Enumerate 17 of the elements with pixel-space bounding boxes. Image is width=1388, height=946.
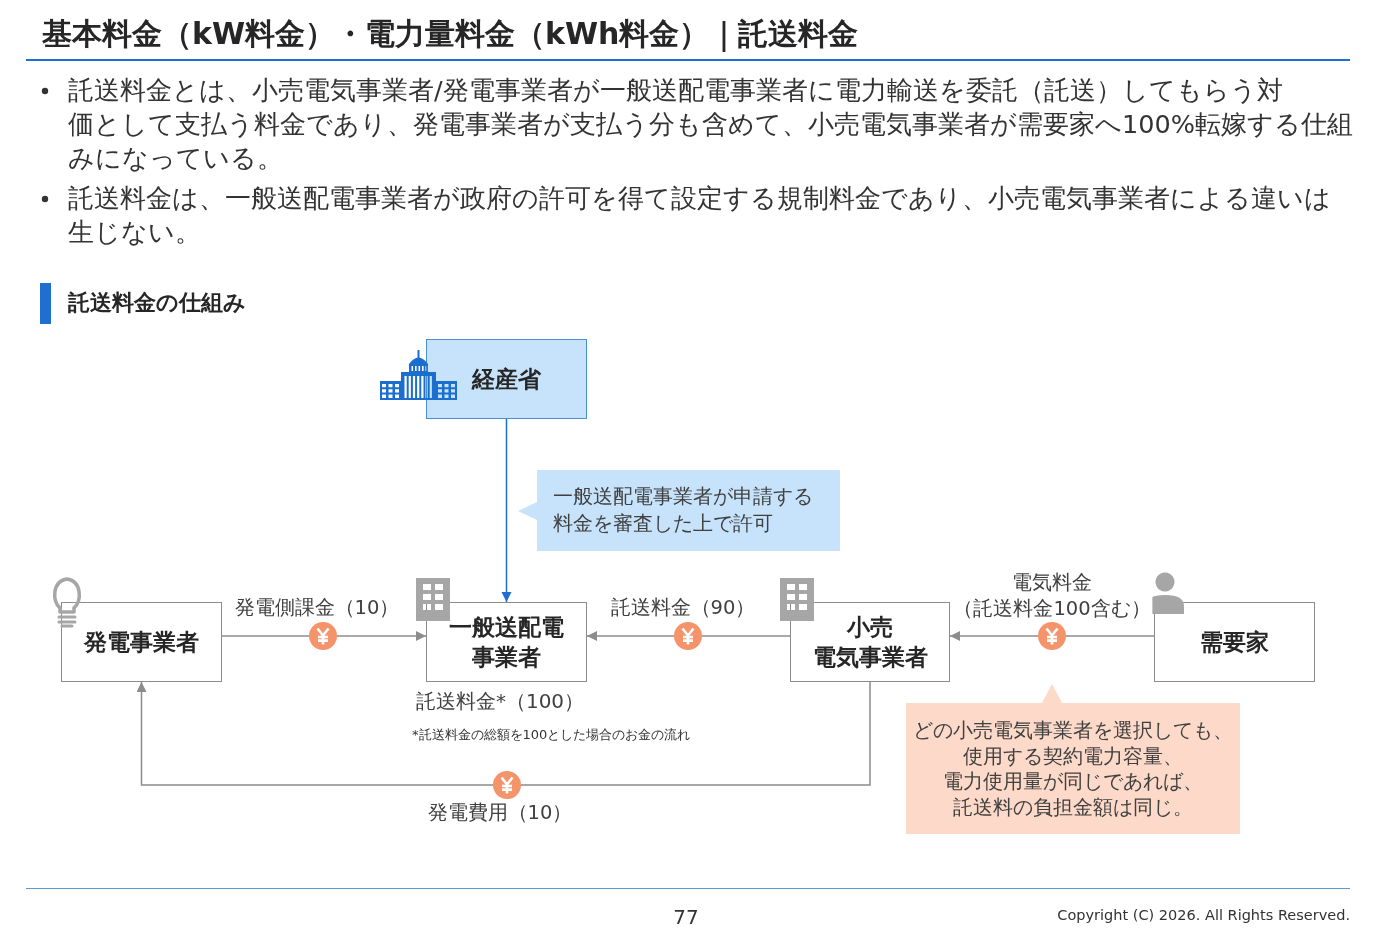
ministry-box: 経産省 [426, 339, 587, 419]
bullet-text: 託送料金は、一般送配電事業者が政府の許可を得て設定する規制料金であり、小売電気事業者による違いは生じない。 [68, 182, 1331, 249]
bullet-text: 託送料金とは、小売電気事業者/発電事業者が一般送配電事業者に電力輸送を委託（託送）してもらう対価として支払う料金であり、発電事業者が支払う分も含めて、小売電気事業者が需要家へ100%転嫁する仕組みになっている。 [68, 74, 1353, 175]
arrow [501, 418, 512, 603]
node-caption: 託送料金*（100） [415, 688, 585, 714]
arrow [136, 681, 871, 786]
entity-box: 小売電気事業者 [790, 602, 950, 682]
entity-box: 発電事業者 [61, 602, 222, 682]
callout-bubble: 一般送配電事業者が申請する料金を審査した上で許可 [518, 470, 840, 551]
page-number: 77 [673, 904, 699, 931]
callout-bubble: どの小売電気事業者を選択しても、使用する契約電力容量、電力使用量が同じであれば、託送料の負担金額は同じ。 [906, 684, 1240, 834]
section-heading: 託送料金の仕組み [68, 289, 246, 317]
footnote: *託送料金の総額を100とした場合のお金の流れ [412, 726, 691, 743]
copyright-notice: Copyright (C) 2026. All Rights Reserved. [1057, 906, 1350, 925]
page-title: 基本料金（kW料金）・電力量料金（kWh料金）｜託送料金 [42, 15, 859, 54]
entity-box: 一般送配電事業者 [426, 602, 587, 682]
entity-box: 需要家 [1154, 602, 1315, 682]
